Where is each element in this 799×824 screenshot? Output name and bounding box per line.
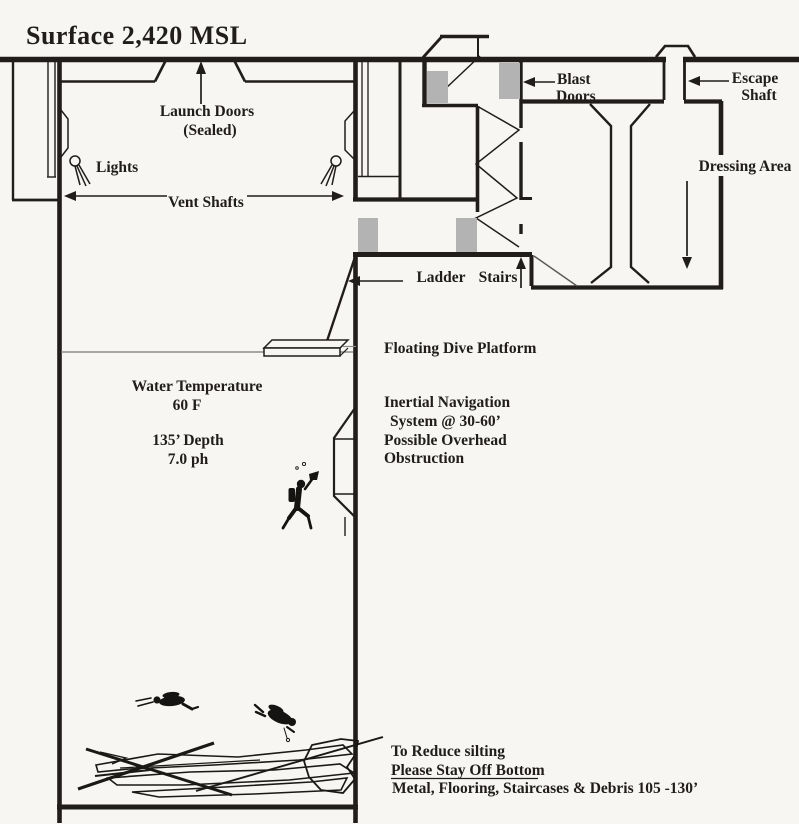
diver-bottom-left-icon — [135, 691, 200, 711]
right-arrow-head-icon — [332, 191, 344, 201]
up-arrow-head-icon — [196, 61, 206, 74]
left-arrow-head-icon — [688, 76, 700, 86]
silt-label-line1: To Reduce silting — [391, 743, 505, 760]
blast-door-panel — [358, 218, 378, 252]
ph-value: 7.0 ph — [168, 451, 209, 468]
platform-front — [263, 347, 341, 357]
platform-top — [262, 339, 350, 349]
wall-bracket-left — [60, 109, 69, 158]
blast-door-panel — [499, 63, 520, 99]
ins-label-line4: Obstruction — [384, 450, 464, 467]
lights-label: Lights — [96, 159, 138, 176]
light-fixture-right-icon — [320, 155, 342, 187]
sealed-label: (Sealed) — [183, 122, 236, 139]
ladder-line — [325, 253, 358, 342]
ins-annotation: Inertial Navigation System @ 30-60’ Poss… — [384, 394, 511, 467]
left-outer-shaft — [11, 57, 58, 202]
water-temp-value: 60 F — [173, 397, 202, 414]
vent-shafts-label: Vent Shafts — [168, 194, 244, 211]
blast-door-panel — [456, 218, 477, 252]
ins-obstruction — [332, 407, 356, 536]
floating-platform-label: Floating Dive Platform — [384, 340, 536, 357]
light-fixture-left-icon — [69, 155, 91, 187]
label-backdrop — [699, 155, 793, 176]
escape-shaft-label-line2: Shaft — [741, 87, 777, 104]
launch-door-jamb-left — [153, 59, 168, 83]
wall-bracket-right — [344, 110, 355, 160]
launch-chamber — [60, 59, 400, 178]
stairs-label: Stairs — [479, 269, 518, 286]
dressing-area-label: Dressing Area — [699, 158, 792, 175]
stairs-line — [533, 255, 578, 287]
surface-elevation-title: Surface 2,420 MSL — [26, 21, 248, 50]
ins-label-line3: Possible Overhead — [384, 432, 507, 449]
vent-shafts-annotation: Vent Shafts — [64, 191, 344, 211]
bottom-debris — [77, 738, 360, 798]
diver-bottom-right-icon — [253, 703, 296, 743]
ladder-stairs-annotation: Ladder Stairs — [325, 253, 526, 342]
dressing-area-structure — [521, 44, 724, 290]
launch-doors-label: Launch Doors — [160, 103, 254, 120]
launch-doors-annotation: Launch Doors (Sealed) — [160, 61, 254, 139]
ins-label-line1: Inertial Navigation — [384, 394, 511, 411]
dressing-area-annotation: Dressing Area — [682, 155, 793, 269]
silt-annotation: To Reduce silting Please Stay Off Bottom… — [195, 736, 698, 797]
ins-label-line2: System @ 30-60’ — [390, 413, 501, 430]
escape-shaft-cap — [654, 44, 697, 58]
up-arrow-head-icon — [516, 257, 526, 269]
blast-door-panel — [427, 71, 448, 103]
floating-dive-platform: Floating Dive Platform — [262, 339, 536, 357]
ladder-label: Ladder — [416, 269, 465, 286]
silt-label-line2: Please Stay Off Bottom — [391, 762, 545, 779]
support-column — [629, 103, 651, 284]
leader-line — [195, 736, 384, 792]
lights: Lights — [69, 155, 342, 187]
water-temp-label: Water Temperature — [132, 378, 263, 395]
left-arrow-head-icon — [64, 191, 76, 201]
down-arrow-head-icon — [682, 257, 692, 269]
water-condition-labels: Water Temperature 60 F 135’ Depth 7.0 ph — [132, 378, 263, 468]
blast-doors-label-line1: Blast — [557, 71, 591, 88]
silt-label-line3: Metal, Flooring, Staircases & Debris 105… — [392, 780, 698, 797]
depth-value: 135’ Depth — [152, 432, 224, 449]
left-arrow-head-icon — [348, 276, 360, 286]
upper-stair-line — [443, 55, 481, 91]
support-column — [589, 103, 613, 284]
blast-door-panels — [358, 63, 520, 252]
silo-shoulder — [353, 252, 534, 286]
stairwell-right-wall — [519, 60, 532, 234]
launch-door-jamb-right — [232, 59, 247, 83]
silo-walls — [57, 57, 358, 823]
left-arrow-head-icon — [523, 77, 535, 87]
vent-chimney — [421, 34, 489, 59]
stairwell-zigzag — [474, 105, 521, 248]
escape-shaft-label-line1: Escape — [732, 70, 779, 87]
diver-midwater-icon — [281, 461, 319, 530]
mid-structure — [353, 34, 532, 252]
escape-shaft-annotation: Escape Shaft — [688, 70, 778, 104]
